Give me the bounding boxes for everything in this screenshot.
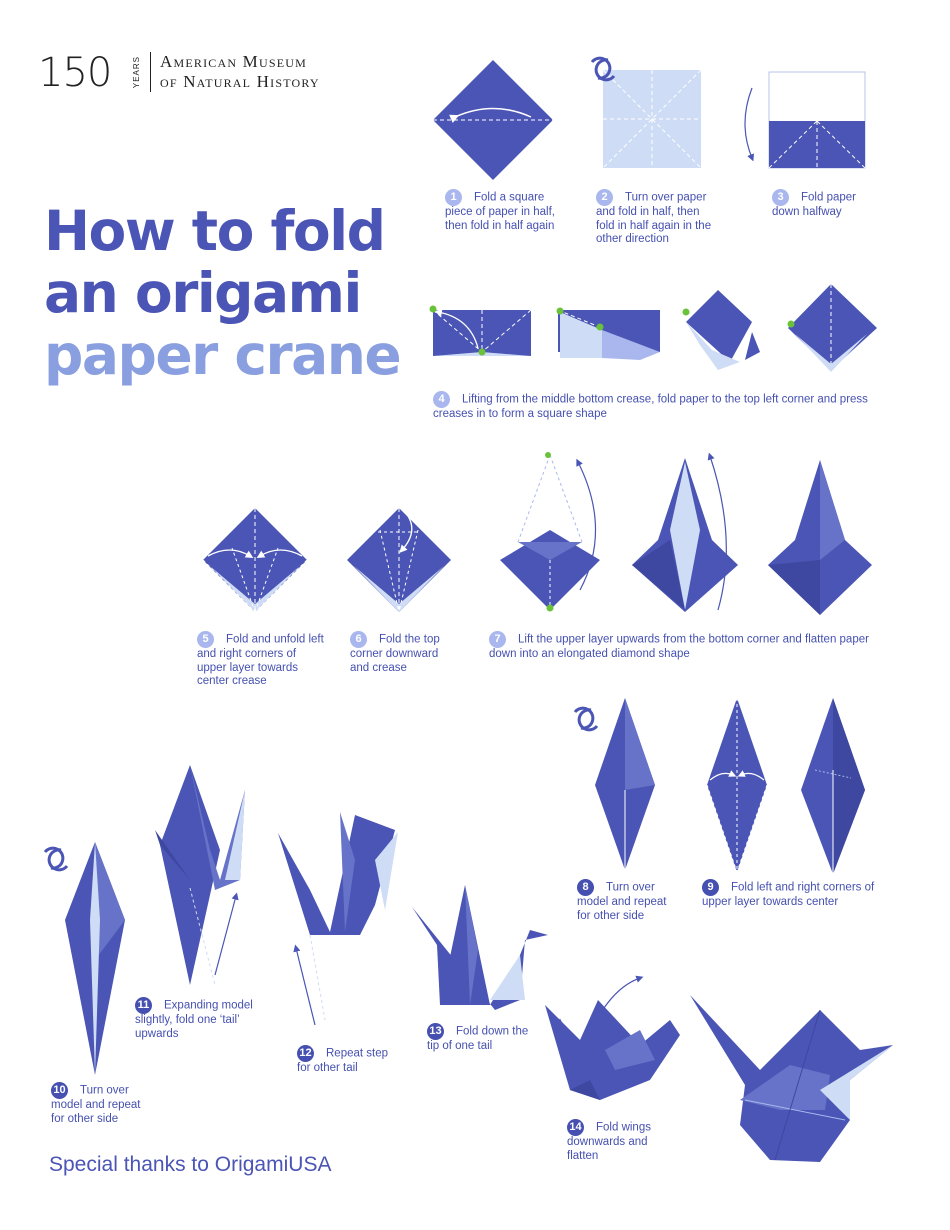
title-line1: How to fold	[44, 199, 386, 263]
step-7-text: Lift the upper layer upwards from the bo…	[489, 633, 869, 660]
step-13-number: 13	[427, 1023, 444, 1040]
step11-diagram	[155, 765, 245, 986]
step-6-text: Fold the top corner downward and crease	[350, 633, 440, 674]
rotate-icon	[43, 846, 69, 872]
step-8-number: 8	[577, 879, 594, 896]
step9-diagram	[706, 698, 865, 874]
anniversary-number: 150	[38, 50, 112, 96]
museum-logo: 150 YEARS American Museum of Natural His…	[38, 48, 358, 98]
rotate-icon	[573, 706, 599, 732]
step-2-number: 2	[596, 189, 613, 206]
step-2-text: Turn over paper and fold in half, then f…	[596, 191, 712, 245]
logo-divider	[150, 52, 151, 92]
step7-diagram	[500, 452, 872, 615]
step-10-number: 10	[51, 1082, 68, 1099]
step-12-text: Repeat step for other tail	[297, 1047, 389, 1074]
rotate-icon	[590, 56, 616, 82]
step-11-text: Expanding model slightly, fold one ‘tail…	[135, 999, 253, 1040]
step-6-number: 6	[350, 631, 367, 648]
step12-diagram	[278, 812, 398, 1026]
museum-name-line2: of Natural History	[160, 72, 320, 91]
title-line2: an origami	[44, 261, 362, 325]
step4-diagram	[429, 284, 877, 372]
step-4-text: Lifting from the middle bottom crease, f…	[433, 393, 868, 420]
step-13-text: Fold down the tip of one tail	[427, 1025, 529, 1052]
step-8-text: Turn over model and repeat for other sid…	[577, 881, 667, 922]
step2-diagram	[590, 56, 702, 169]
step5-diagram	[202, 508, 308, 613]
step-10-text: Turn over model and repeat for other sid…	[51, 1084, 141, 1125]
step-3-number: 3	[772, 189, 789, 206]
step10-diagram	[43, 842, 125, 1075]
step8-diagram	[573, 698, 655, 870]
step-3-text: Fold paper down halfway	[772, 191, 856, 218]
step3-diagram	[744, 71, 866, 169]
step13-diagram	[412, 885, 548, 1010]
step-1-text: Fold a square piece of paper in half, th…	[445, 191, 555, 232]
step-4-number: 4	[433, 391, 450, 408]
page-title: How to fold an origami paper crane	[44, 199, 402, 387]
step-14-number: 14	[567, 1119, 584, 1136]
step-11-number: 11	[135, 997, 152, 1014]
finished-crane	[690, 995, 893, 1162]
credits-text: Special thanks to OrigamiUSA	[49, 1153, 332, 1176]
step-5-text: Fold and unfold left and right corners o…	[197, 633, 324, 687]
step14-diagram	[545, 975, 680, 1100]
title-line3: paper crane	[44, 323, 402, 387]
step1-diagram	[433, 60, 553, 180]
museum-name-line1: American Museum	[160, 52, 307, 71]
step-5-number: 5	[197, 631, 214, 648]
step-14-text: Fold wings downwards and flatten	[567, 1121, 651, 1162]
step-7-number: 7	[489, 631, 506, 648]
step-9-number: 9	[702, 879, 719, 896]
step-9-text: Fold left and right corners of upper lay…	[702, 881, 875, 908]
step-12-number: 12	[297, 1045, 314, 1062]
step-1-number: 1	[445, 189, 462, 206]
step6-diagram	[347, 508, 451, 613]
